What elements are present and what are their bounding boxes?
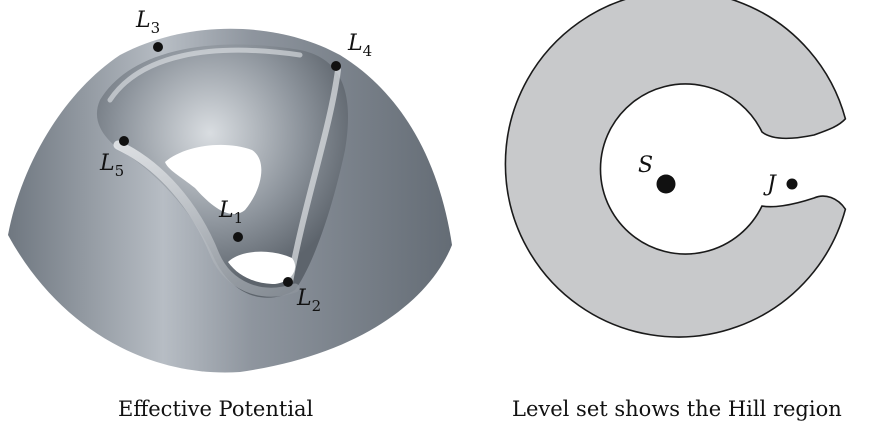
label-l5: L5 — [99, 151, 124, 180]
label-l3: L3 — [135, 8, 160, 37]
caption-hill-region: Level set shows the Hill region — [512, 397, 842, 421]
hill-region-area — [504, 0, 847, 338]
surface-hole-lower — [228, 251, 296, 284]
effective-potential-surface — [8, 28, 452, 373]
label-l4: L4 — [347, 31, 372, 60]
jupiter-label: J — [763, 172, 777, 197]
lagrange-point-l1 — [233, 232, 243, 242]
jupiter-point — [786, 178, 798, 190]
hill-region-diagram: S J — [504, 0, 847, 338]
lagrange-point-l4 — [331, 61, 341, 71]
surface-ridge-top — [107, 47, 303, 103]
label-l1: L1 — [218, 198, 243, 227]
sun-point — [656, 174, 676, 194]
label-l2: L2 — [296, 286, 321, 315]
lagrange-points — [119, 42, 341, 287]
sun-label: S — [638, 153, 653, 178]
lagrange-point-l3 — [153, 42, 163, 52]
surface-ridge-left — [113, 140, 300, 297]
surface-hole-upper — [165, 144, 262, 215]
surface-ridge-right — [287, 67, 341, 285]
lagrange-point-l5 — [119, 136, 129, 146]
caption-effective-potential: Effective Potential — [118, 397, 314, 421]
lagrange-point-l2 — [283, 277, 293, 287]
